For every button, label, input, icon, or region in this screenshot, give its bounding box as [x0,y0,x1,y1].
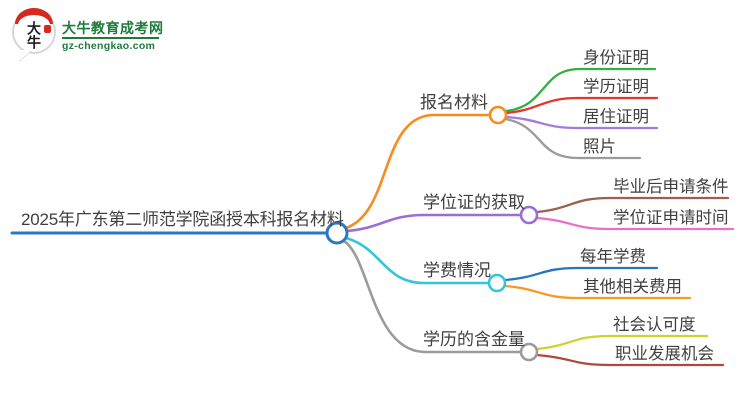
connector-branch-3 [344,236,491,285]
leaf-photo-label: 照片 [583,138,616,156]
leaf-social-recognition-label: 社会认可度 [613,316,696,334]
connector-leaf-education-proof [504,96,659,115]
logo-characters: 大牛 [26,21,42,49]
connector-leaf-residence-proof [504,115,659,130]
branch-4-label: 学历的含金量 [423,330,525,349]
central-topic-label: 2025年广东第二师范学院函授本科报名材料 [21,210,344,229]
branch-2-node-circle [519,205,539,225]
leaf-education-proof-label: 学历证明 [583,78,649,96]
branch-4-node-circle [519,342,539,362]
leaf-annual-tuition-label: 每年学费 [580,248,646,266]
connector-branch-2 [345,213,523,233]
logo-divider [62,37,159,39]
connector-branch-1 [344,113,492,230]
logo: 大牛 大牛教育成考网 gz-chengkao.com [12,8,164,61]
connector-leaf-photo [503,117,642,160]
connector-leaf-apply-conditions [535,196,730,214]
connector-branch-4 [342,239,523,354]
connector-leaf-other-fees [503,284,692,300]
site-name: 大牛教育成考网 [62,20,164,36]
leaf-career-opportunities-label: 职业发展机会 [615,345,714,363]
leaf-other-fees-label: 其他相关费用 [583,278,682,296]
branch-3-label: 学费情况 [423,261,491,280]
red-arc-icon [15,8,53,27]
leaf-apply-time-label: 学位证申请时间 [613,209,729,227]
seal-icon [44,25,51,33]
leaf-identity-proof-label: 身份证明 [583,49,649,67]
connector-leaf-identity-proof [504,67,657,113]
bubble-tail [19,50,32,61]
connector-leaf-annual-tuition [503,266,659,282]
site-url: gz-chengkao.com [62,40,156,52]
connector-leaf-career-opportunities [535,353,725,367]
branch-1-label: 报名材料 [420,93,488,112]
connector-leaf-social-recognition [535,334,709,351]
connector-leaf-apply-time [535,216,735,231]
leaf-residence-proof-label: 居住证明 [583,108,649,126]
central-node-circle [325,221,349,245]
speech-bubble-icon: 大牛 [12,8,56,61]
branch-1-node-circle [488,105,508,125]
branch-3-node-circle [487,273,507,293]
leaf-apply-conditions-label: 毕业后申请条件 [613,178,729,196]
branch-2-label: 学位证的获取 [423,193,525,212]
